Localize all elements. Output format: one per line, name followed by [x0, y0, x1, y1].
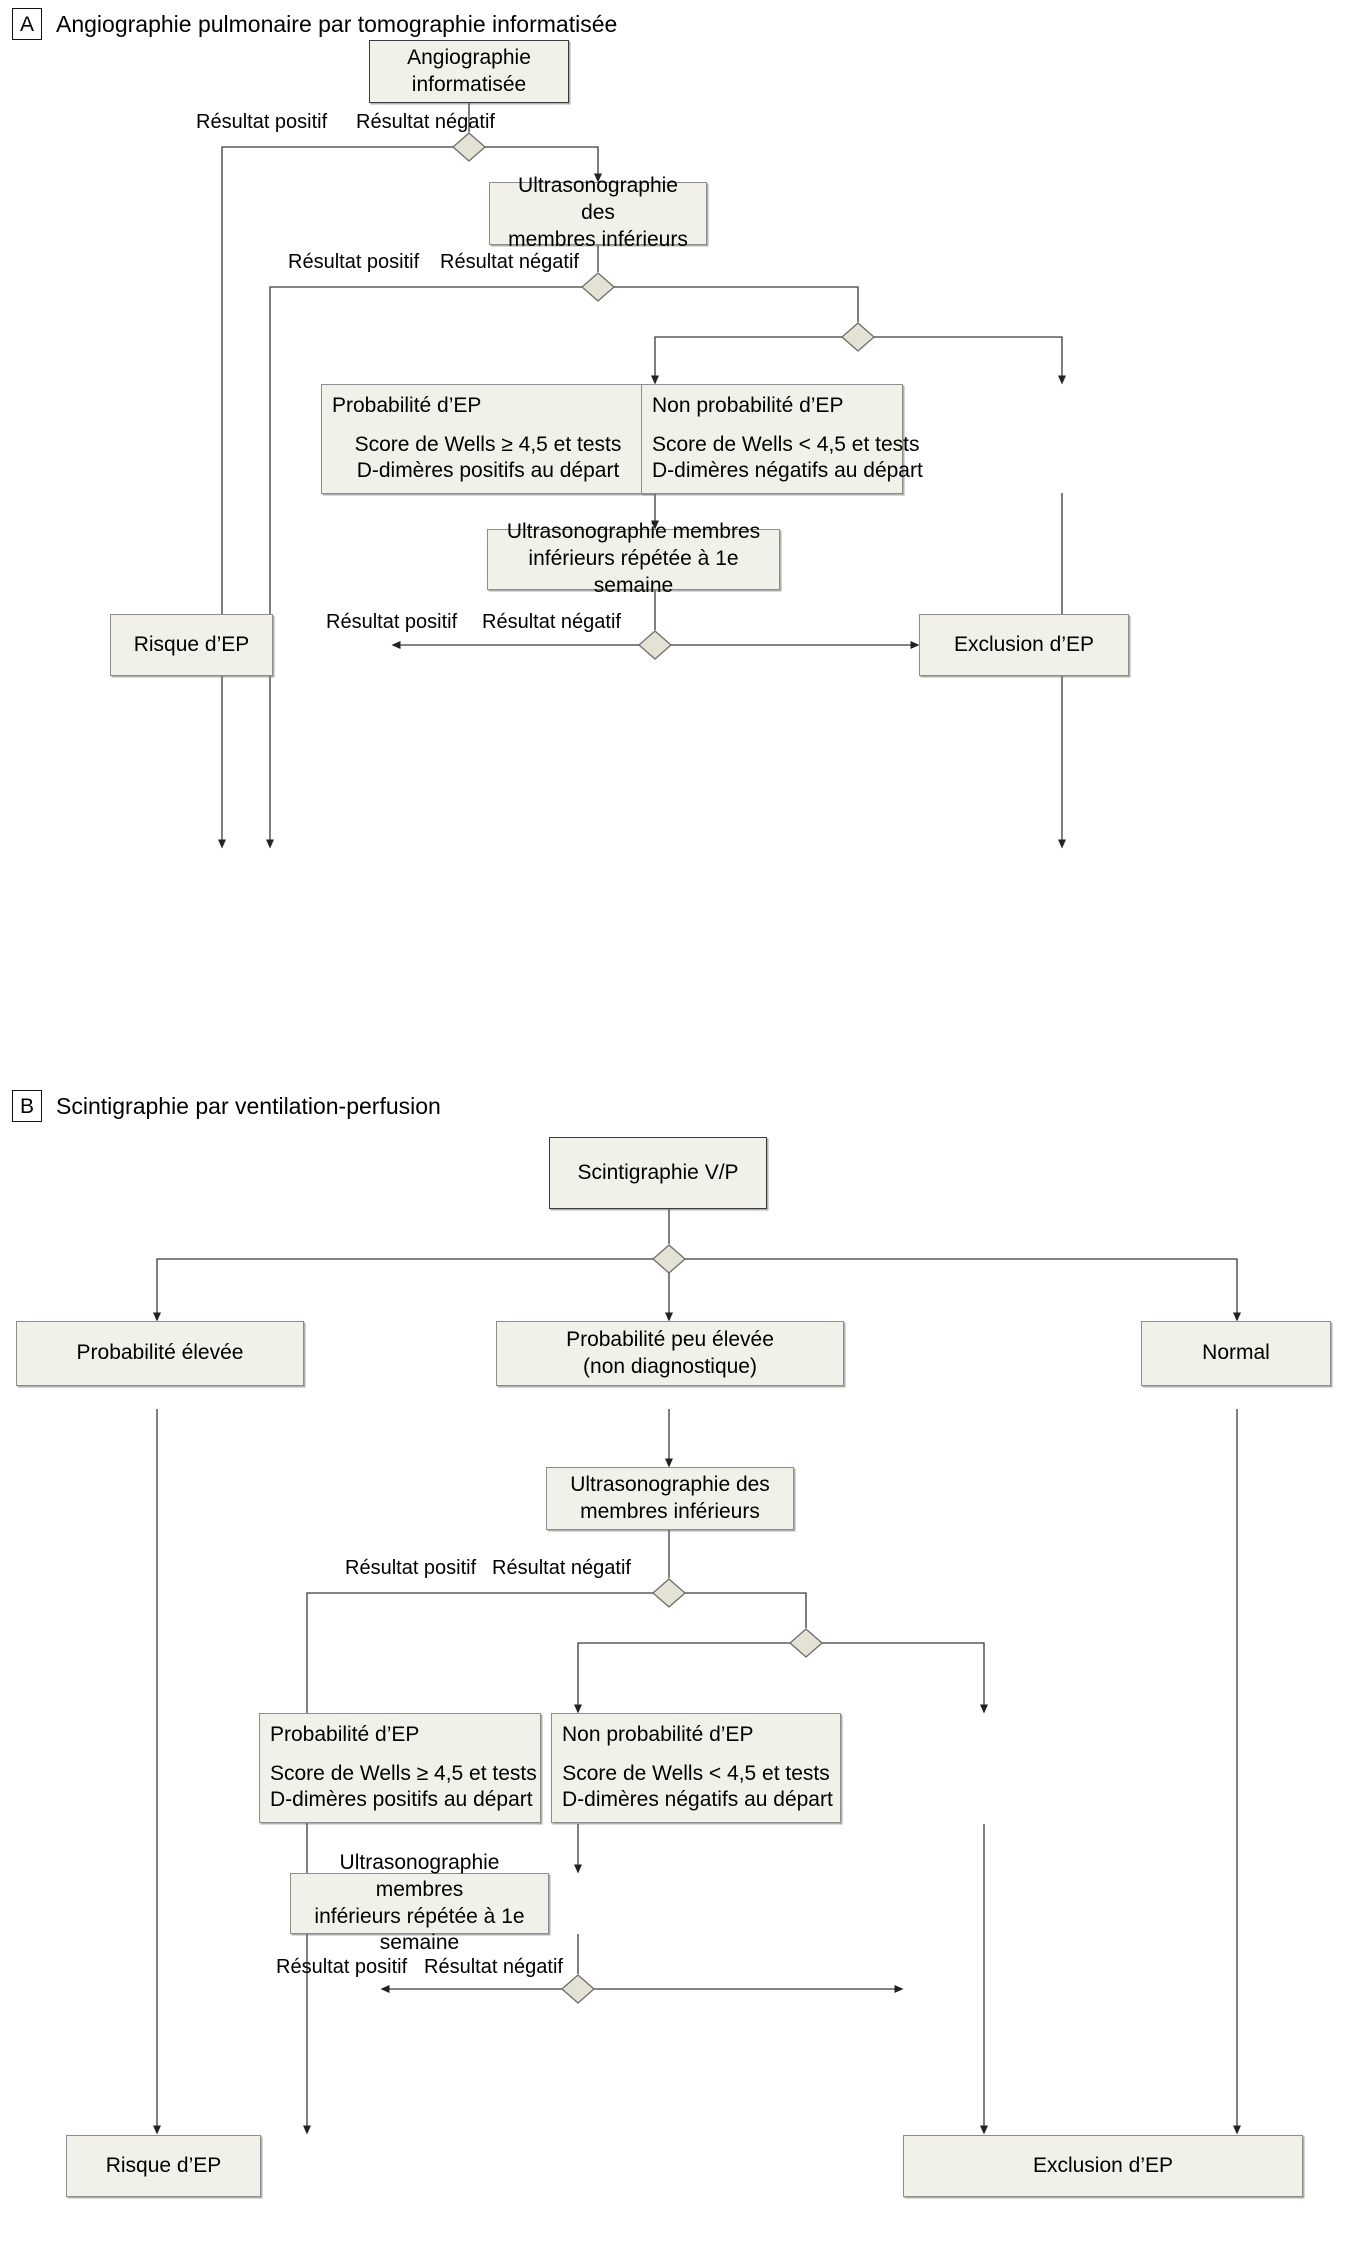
node-a-non-probabilite: Non probabilité d’EP Score de Wells < 4,…	[641, 384, 923, 494]
node-b-probabilite-line1: Score de Wells ≥ 4,5 et tests	[270, 1761, 537, 1785]
node-b-ultrasonographie-line1: Ultrasonographie des	[570, 1472, 770, 1496]
node-b-ultrasonographie-repetee: Ultrasonographie membres inférieurs répé…	[290, 1851, 549, 1954]
label-b-d1-positive: Résultat positif	[345, 1557, 477, 1579]
label-a-d2-positive: Résultat positif	[288, 251, 420, 273]
node-b-probabilite-elevee: Probabilité élevée	[16, 1321, 304, 1386]
node-b-scintigraphie-label: Scintigraphie V/P	[577, 1160, 739, 1184]
node-a-probabilite-title: Probabilité d’EP	[332, 393, 482, 417]
node-a-ultrasonographie: Ultrasonographie des membres inférieurs	[489, 174, 707, 251]
panel-b-header: B Scintigraphie par ventilation-perfusio…	[12, 1090, 441, 1122]
node-a-ultrasonographie-repetee-line1: Ultrasonographie membres	[506, 520, 761, 544]
node-a-probabilite: Probabilité d’EP Score de Wells ≥ 4,5 et…	[321, 384, 655, 494]
panel-a-title: Angiographie pulmonaire par tomographie …	[56, 10, 618, 37]
node-b-ultrasonographie-repetee-line2: inférieurs répétée à 1e semaine	[314, 1904, 525, 1955]
label-a-d1-negative: Résultat négatif	[356, 111, 495, 133]
panel-b-title: Scintigraphie par ventilation-perfusion	[56, 1092, 441, 1119]
node-b-ultrasonographie: Ultrasonographie des membres inférieurs	[546, 1467, 794, 1530]
node-b-risque-ep: Risque d’EP	[66, 2135, 261, 2197]
node-a-ultrasonographie-repetee: Ultrasonographie membres inférieurs répé…	[487, 520, 780, 597]
node-a-exclusion-ep: Exclusion d’EP	[919, 614, 1129, 676]
node-a-probabilite-line1: Score de Wells ≥ 4,5 et tests	[354, 432, 622, 456]
node-a-angiographie: Angiographie informatisée	[369, 40, 569, 103]
node-b-ultrasonographie-line2: membres inférieurs	[580, 1499, 760, 1523]
node-b-non-probabilite-line2: D-dimères négatifs au départ	[562, 1788, 833, 1812]
node-a-ultrasonographie-line2: membres inférieurs	[508, 227, 688, 251]
node-b-probabilite-line2: D-dimères positifs au départ	[270, 1788, 533, 1812]
panel-b-letter: B	[12, 1090, 42, 1122]
node-b-probabilite-peu-elevee: Probabilité peu élevée (non diagnostique…	[496, 1321, 844, 1386]
label-a-d4-negative: Résultat négatif	[482, 611, 621, 633]
label-a-d4-positive: Résultat positif	[326, 611, 458, 633]
label-a-d1-positive: Résultat positif	[196, 111, 328, 133]
node-b-probabilite-peu-elevee-line1: Probabilité peu élevée	[566, 1327, 774, 1351]
node-b-risque-ep-label: Risque d’EP	[105, 2153, 222, 2177]
node-a-ultrasonographie-line1: Ultrasonographie des	[518, 174, 678, 225]
node-a-angiographie-line1: Angiographie	[407, 45, 531, 69]
node-a-non-probabilite-line1: Score de Wells < 4,5 et tests	[652, 432, 920, 456]
node-b-non-probabilite-line1: Score de Wells < 4,5 et tests	[562, 1761, 830, 1785]
node-a-risque-ep-label: Risque d’EP	[133, 632, 250, 656]
node-b-non-probabilite: Non probabilité d’EP Score de Wells < 4,…	[551, 1713, 841, 1823]
node-a-risque-ep: Risque d’EP	[110, 614, 273, 676]
node-a-exclusion-ep-label: Exclusion d’EP	[953, 632, 1095, 656]
label-a-d2-negative: Résultat négatif	[440, 251, 579, 273]
node-a-ultrasonographie-repetee-line2: inférieurs répétée à 1e semaine	[528, 547, 739, 597]
node-b-normal: Normal	[1141, 1321, 1331, 1386]
node-b-scintigraphie: Scintigraphie V/P	[549, 1137, 767, 1209]
node-b-normal-label: Normal	[1202, 1341, 1270, 1365]
node-b-probabilite-elevee-label: Probabilité élevée	[76, 1341, 244, 1365]
panel-a-header: A Angiographie pulmonaire par tomographi…	[12, 8, 617, 40]
node-b-non-probabilite-title: Non probabilité d’EP	[562, 1722, 754, 1746]
node-b-exclusion-ep: Exclusion d’EP	[903, 2135, 1303, 2197]
node-b-probabilite-title: Probabilité d’EP	[270, 1722, 420, 1746]
node-a-angiographie-line2: informatisée	[411, 72, 527, 96]
node-a-non-probabilite-title: Non probabilité d’EP	[652, 393, 844, 417]
node-a-probabilite-line2: D-dimères positifs au départ	[356, 459, 620, 483]
node-a-non-probabilite-line2: D-dimères négatifs au départ	[652, 459, 923, 483]
label-b-d3-positive: Résultat positif	[276, 1956, 408, 1978]
node-b-ultrasonographie-repetee-line1: Ultrasonographie membres	[339, 1850, 500, 1901]
label-b-d3-negative: Résultat négatif	[424, 1956, 563, 1978]
label-b-d1-negative: Résultat négatif	[492, 1557, 631, 1579]
node-b-exclusion-ep-label: Exclusion d’EP	[1032, 2153, 1174, 2177]
node-b-probabilite-peu-elevee-line2: (non diagnostique)	[583, 1354, 757, 1378]
node-b-probabilite: Probabilité d’EP Score de Wells ≥ 4,5 et…	[259, 1713, 541, 1823]
panel-a-letter: A	[12, 8, 42, 40]
